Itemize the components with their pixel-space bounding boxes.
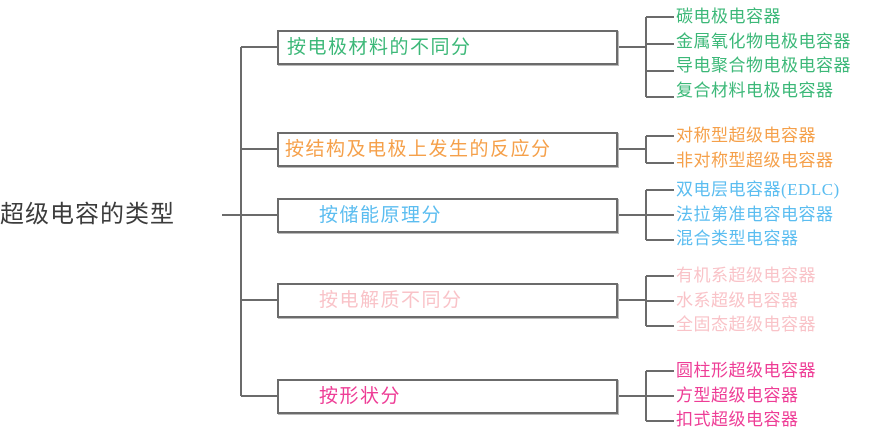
category-label-5: 按形状分 [319,385,402,407]
leaf-item[interactable]: 复合材料电极电容器 [676,80,834,100]
leaf-item[interactable]: 导电聚合物电极电容器 [676,56,851,75]
leaf-item[interactable]: 有机系超级电容器 [676,266,816,285]
category-label-1: 按电极材料的不同分 [287,36,472,58]
leaf-group-5: 圆柱形超级电容器 方型超级电容器 扣式超级电容器 [676,359,816,432]
leaf-item[interactable]: 金属氧化物电极电容器 [676,31,851,51]
category-label-3: 按储能原理分 [319,204,443,226]
leaf-group-2: 对称型超级电容器 非对称型超级电容器 [676,124,834,173]
leaf-item[interactable]: 圆柱形超级电容器 [676,361,816,380]
leaf-group-4: 有机系超级电容器 水系超级电容器 全固态超级电容器 [676,264,816,338]
category-box-2[interactable]: 按结构及电极上发生的反应分 [277,132,618,167]
leaf-item[interactable]: 双电层电容器(EDLC) [676,180,840,199]
leaf-item[interactable]: 水系超级电容器 [676,290,799,310]
category-label-4: 按电解质不同分 [319,289,463,311]
leaf-group-3: 双电层电容器(EDLC) 法拉第准电容电容器 混合类型电容器 [676,178,840,252]
category-box-3[interactable]: 按储能原理分 [277,198,618,233]
leaf-item[interactable]: 法拉第准电容电容器 [676,204,834,224]
leaf-group-1: 碳电极电容器 金属氧化物电极电容器 导电聚合物电极电容器 复合材料电极电容器 [676,5,851,103]
leaf-item[interactable]: 混合类型电容器 [676,229,799,248]
category-box-4[interactable]: 按电解质不同分 [277,283,618,318]
category-box-1[interactable]: 按电极材料的不同分 [277,30,618,65]
category-label-2: 按结构及电极上发生的反应分 [285,138,552,160]
leaf-item[interactable]: 碳电极电容器 [676,7,781,26]
leaf-item[interactable]: 全固态超级电容器 [676,315,816,334]
category-box-5[interactable]: 按形状分 [277,379,618,414]
root-node-label: 超级电容的类型 [0,202,175,228]
leaf-item[interactable]: 方型超级电容器 [676,385,799,405]
leaf-item[interactable]: 对称型超级电容器 [676,126,816,145]
leaf-item[interactable]: 非对称型超级电容器 [676,150,834,170]
leaf-item[interactable]: 扣式超级电容器 [676,410,799,429]
